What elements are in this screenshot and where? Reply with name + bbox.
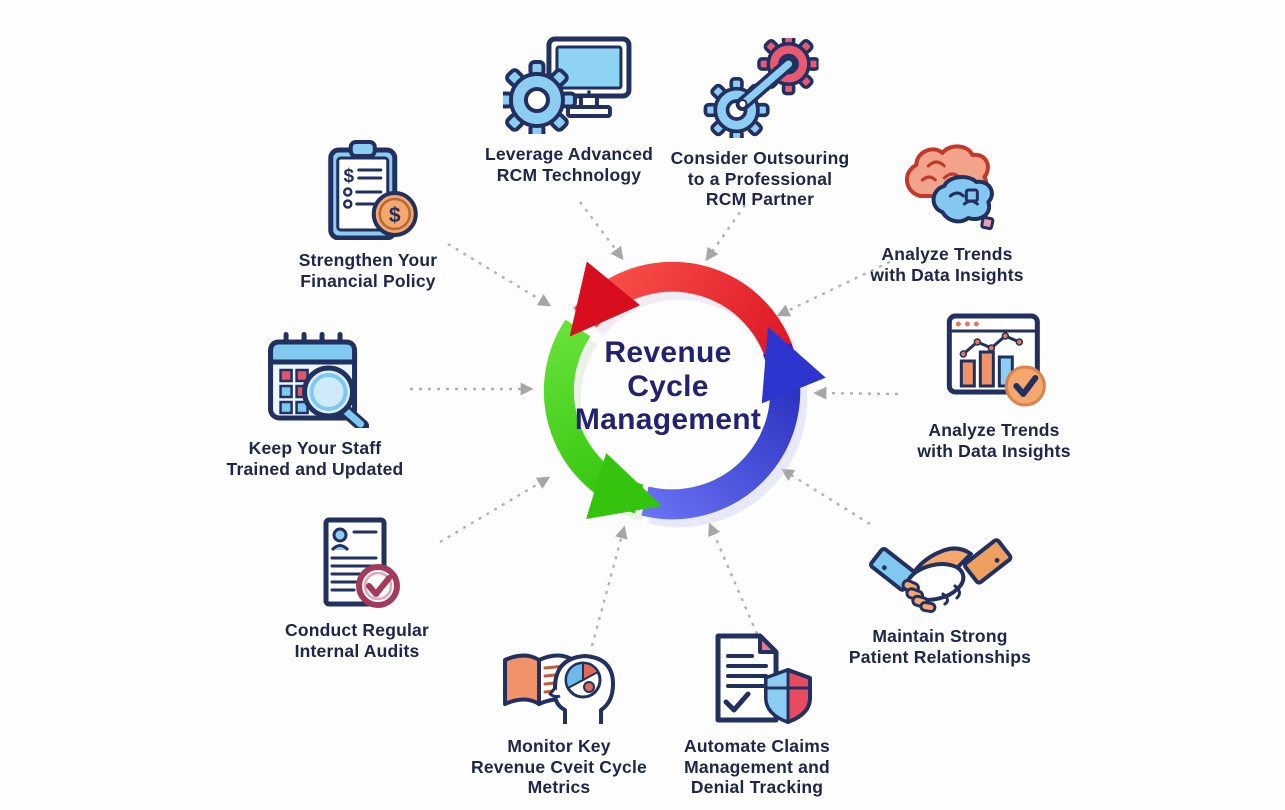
item-internal-audits: Conduct Regular Internal Audits — [285, 514, 429, 661]
connector-line — [447, 242, 552, 307]
item-label: Consider Outsouring to a Professional RC… — [671, 148, 850, 210]
item-analyze-trends-chart: Analyze Trends with Data Insights — [917, 306, 1070, 461]
item-label: Automate Claims Management and Denial Tr… — [684, 736, 830, 798]
label-line: Metrics — [527, 777, 591, 798]
label-line: Automate Claims — [684, 736, 830, 756]
center-title: Revenue Cycle Management — [575, 336, 761, 437]
label-line: Analyze Trends — [928, 420, 1060, 440]
brain-insights-icon — [904, 144, 995, 231]
clipboard-dollar-icon: $ $ — [328, 140, 418, 240]
item-label: Analyze Trends with Data Insights — [870, 244, 1023, 285]
item-label: Conduct Regular Internal Audits — [285, 620, 429, 661]
document-shield-icon — [715, 633, 812, 725]
bar-chart-check-icon — [946, 313, 1046, 407]
item-patient-relationships: Maintain Strong Patient Relationships — [849, 524, 1031, 667]
connector-line — [579, 201, 624, 261]
label-line: Revenue Cveit Cycle — [471, 756, 647, 777]
connector-line — [439, 476, 551, 544]
connector-lines — [410, 201, 899, 647]
connector-line — [708, 522, 759, 635]
label-line: Patient Relationships — [848, 646, 1032, 667]
item-financial-policy: $ $ Strengthen Your Financial Policy — [299, 136, 437, 291]
item-monitor-metrics: Monitor Key Revenue Cveit Cycle Metrics — [471, 630, 647, 798]
label-line: RCM Technology — [496, 164, 642, 185]
label-line: Financial Policy — [300, 270, 436, 291]
item-label: Monitor Key Revenue Cveit Cycle Metrics — [471, 736, 647, 798]
label-line: Management and — [684, 756, 830, 777]
center-title-line: Revenue — [604, 336, 732, 369]
label-line: Monitor Key — [507, 736, 611, 756]
item-label: Analyze Trends with Data Insights — [917, 420, 1070, 461]
label-line: Keep Your Staff — [248, 438, 382, 458]
center-title-line: Management — [574, 403, 762, 437]
label-line: with Data Insights — [917, 440, 1071, 461]
connector-line — [813, 386, 899, 400]
label-line: to a Professional — [687, 168, 833, 189]
item-claims-automation: Automate Claims Management and Denial Tr… — [684, 630, 830, 798]
item-label: Strengthen Your Financial Policy — [299, 250, 437, 291]
center-title-line: Cycle — [627, 369, 709, 403]
calendar-magnifier-icon — [268, 332, 370, 428]
label-line: Consider Outsouring — [670, 148, 850, 168]
item-label: Maintain Strong Patient Relationships — [849, 626, 1031, 667]
label-line: Internal Audits — [294, 640, 420, 661]
audit-document-check-icon — [323, 517, 400, 608]
dual-gears-tool-icon — [703, 38, 819, 138]
connector-line — [590, 525, 628, 647]
item-label: Leverage Advanced RCM Technology — [485, 144, 653, 185]
item-leverage-technology: Leverage Advanced RCM Technology — [485, 34, 653, 185]
label-line: Analyze Trends — [881, 244, 1013, 264]
label-line: Denial Tracking — [690, 777, 824, 798]
connector-line — [780, 468, 871, 526]
connector-line — [776, 256, 899, 317]
label-line: Trained and Updated — [226, 458, 404, 479]
label-line: RCM Partner — [705, 189, 815, 210]
label-line: with Data Insights — [870, 264, 1024, 285]
label-line: Leverage Advanced — [484, 144, 654, 164]
item-label: Keep Your Staff Trained and Updated — [227, 438, 404, 479]
svg-text:$: $ — [389, 204, 401, 227]
gear-monitor-icon — [502, 36, 632, 134]
cycle-arc-blue-head — [761, 326, 826, 404]
cycle-arc-green — [543, 319, 663, 519]
connector-line — [705, 204, 746, 262]
handshake-icon — [869, 538, 1013, 614]
item-staff-training: Keep Your Staff Trained and Updated — [227, 324, 404, 479]
label-line: Strengthen Your — [298, 250, 438, 270]
svg-text:$: $ — [344, 166, 355, 187]
item-analyze-trends-brain: Analyze Trends with Data Insights — [870, 138, 1023, 285]
label-line: Maintain Strong — [872, 626, 1008, 646]
label-line: Conduct Regular — [285, 620, 429, 640]
book-head-icon — [503, 653, 615, 724]
item-outsourcing: Consider Outsouring to a Professional RC… — [671, 38, 850, 210]
